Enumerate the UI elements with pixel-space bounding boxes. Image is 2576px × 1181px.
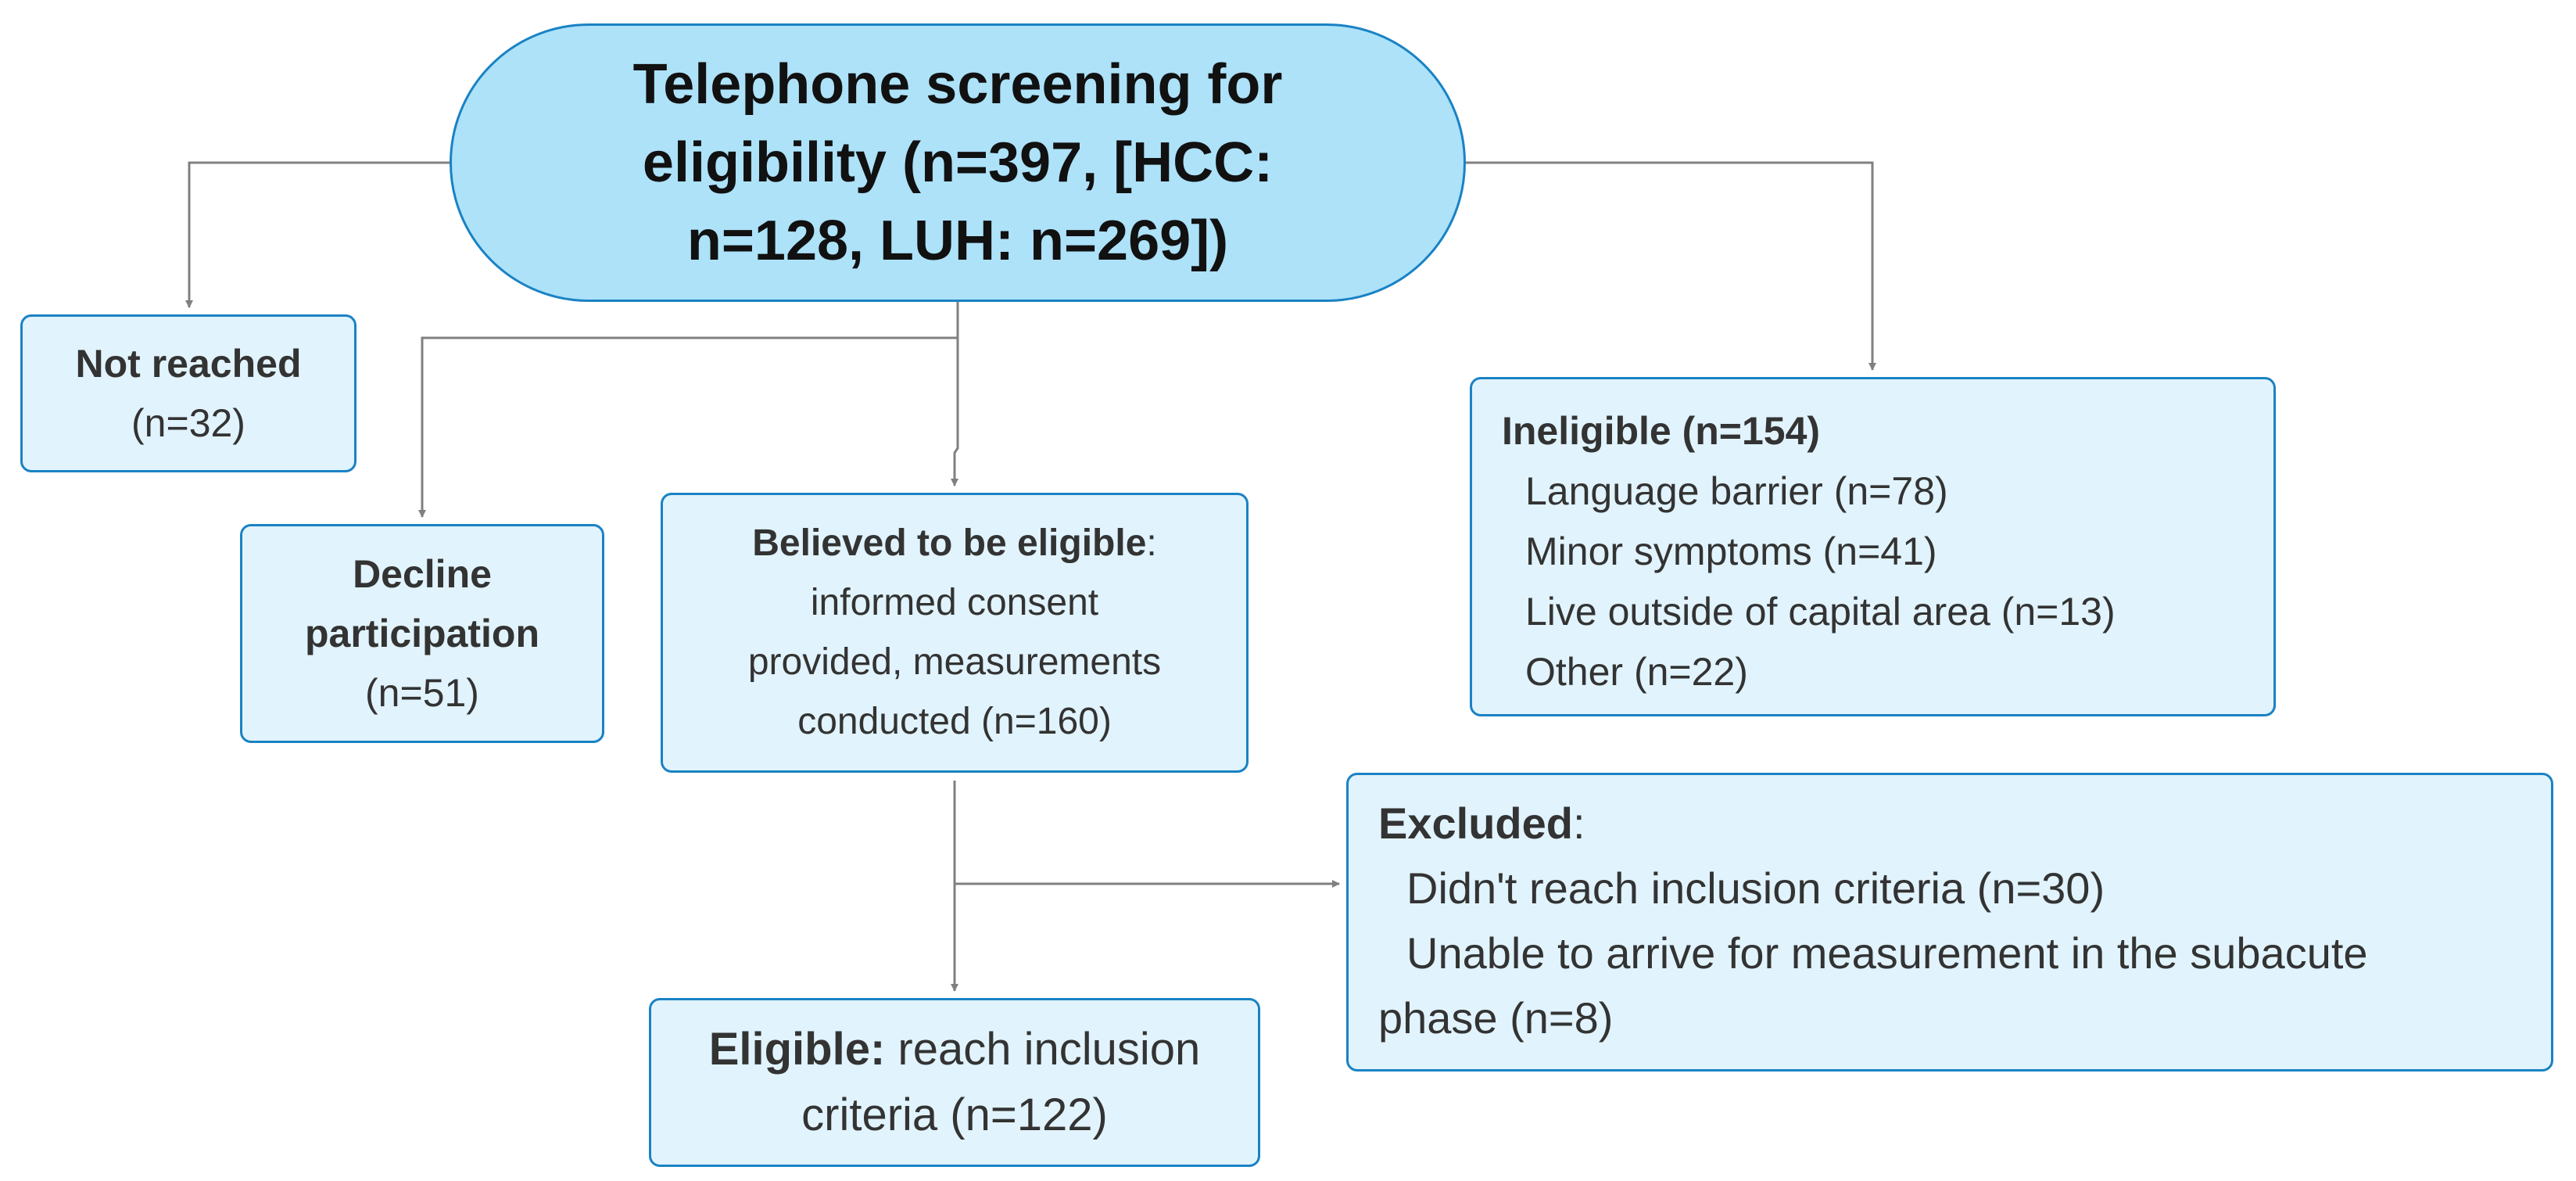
arrow-to-believed — [951, 302, 959, 486]
arrow-to-ineligible — [1466, 161, 1876, 371]
excluded-colon: : — [1572, 799, 1585, 848]
decline-title-line-1: Decline — [353, 552, 492, 596]
excluded-item-unable-line-2: phase (n=8) — [1378, 993, 1614, 1043]
ineligible-item-outside-area: Live outside of capital area (n=13) — [1525, 590, 2116, 634]
ineligible-item-language: Language barrier (n=78) — [1525, 469, 1948, 513]
screening-line-1: Telephone screening for — [632, 53, 1283, 116]
decline-count: (n=51) — [365, 671, 479, 715]
not-reached-count: (n=32) — [131, 401, 245, 445]
excluded-box: Excluded: Didn't reach inclusion criteri… — [1346, 773, 2553, 1072]
believed-line-3: provided, measurements — [747, 641, 1162, 683]
believed-title: Believed to be eligible — [752, 522, 1147, 564]
believed-line-2: informed consent — [810, 582, 1099, 623]
eligible-line-1-rest: reach inclusion — [885, 1024, 1201, 1075]
excluded-title: Excluded — [1378, 799, 1573, 848]
ineligible-title: Ineligible (n=154) — [1502, 409, 1821, 453]
ineligible-item-symptoms: Minor symptoms (n=41) — [1525, 529, 1937, 573]
believed-title-line: Believed to be eligible: — [752, 514, 1156, 573]
decline-title-line-2: participation — [304, 612, 540, 655]
eligible-line-2: criteria (n=122) — [801, 1089, 1108, 1140]
believed-line-4: conducted (n=160) — [797, 701, 1112, 742]
believed-colon: : — [1146, 522, 1157, 564]
telephone-screening-box: Telephone screening for eligibility (n=3… — [450, 23, 1466, 302]
eligible-title: Eligible: — [708, 1024, 886, 1075]
ineligible-box: Ineligible (n=154) Language barrier (n=7… — [1470, 377, 2276, 716]
screening-line-2: eligibility (n=397, [HCC: — [642, 131, 1274, 194]
eligible-box: Eligible: reach inclusion criteria (n=12… — [649, 998, 1260, 1167]
eligible-line-1: Eligible: reach inclusion — [709, 1017, 1201, 1082]
arrow-to-decline — [418, 302, 959, 518]
excluded-item-unable-line-1: Unable to arrive for measurement in the … — [1406, 928, 2368, 978]
excluded-title-line: Excluded: — [1378, 791, 2521, 856]
decline-participation-box: Decline participation (n=51) — [240, 524, 604, 743]
not-reached-box: Not reached (n=32) — [20, 314, 356, 472]
excluded-item-criteria: Didn't reach inclusion criteria (n=30) — [1406, 863, 2105, 913]
ineligible-item-other: Other (n=22) — [1525, 650, 1748, 694]
believed-eligible-box: Believed to be eligible: informed consen… — [661, 493, 1249, 773]
screening-line-3: n=128, LUH: n=269]) — [686, 210, 1229, 272]
arrow-to-not-reached — [185, 161, 450, 308]
not-reached-title: Not reached — [75, 342, 302, 386]
